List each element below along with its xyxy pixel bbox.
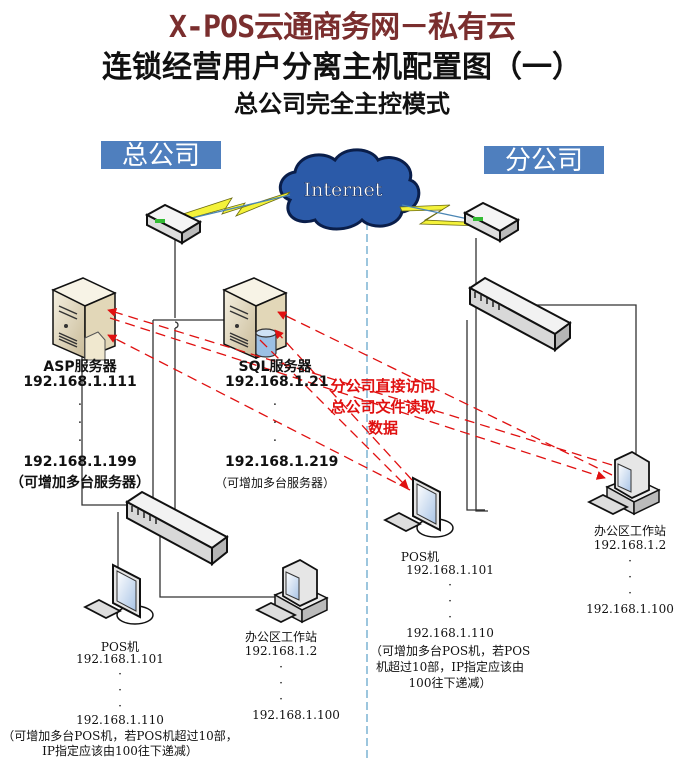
internet-cloud-icon <box>279 148 421 231</box>
ip-range-dot: · <box>77 398 83 413</box>
branch-site-badge: 分公司 <box>484 146 604 176</box>
sql-server-icon <box>222 277 288 360</box>
ip-range-dot: · <box>279 676 283 690</box>
branch-workstation-icon <box>586 450 661 516</box>
arrow-pos-to-sql <box>274 329 413 481</box>
annotation-line: 总公司文件读取 <box>330 398 436 416</box>
internet-label: Internet <box>304 179 383 201</box>
ip-range-dot: · <box>279 660 283 674</box>
arrow-sql-to-pos <box>259 339 409 489</box>
hq-switch-icon <box>125 490 229 567</box>
hq-pos-ip-start: 192.168.1.101 <box>76 652 164 666</box>
annotation-line: 数据 <box>367 419 398 437</box>
database-icon <box>255 328 277 358</box>
hq-workstation-ip-end: 192.168.1.100 <box>252 708 340 722</box>
ip-range-dot: · <box>77 416 83 431</box>
ip-range-dot: · <box>272 398 278 413</box>
access-annotation: 分公司直接访问 总公司文件读取 数据 <box>318 376 448 439</box>
diagram-subtitle: 连锁经营用户分离主机配置图（一） <box>102 50 582 85</box>
branch-pos-name: POS机 <box>400 550 440 564</box>
hq-pos-note-line: IP指定应该由100往下递减） <box>42 744 198 758</box>
branch-pos-note-line: 100往下递减） <box>408 676 492 690</box>
hq-pos-ip-end: 192.168.1.110 <box>76 713 164 727</box>
sql-server-ip-start: 192.168.1.21 <box>225 374 329 390</box>
ip-range-dot: · <box>272 416 278 431</box>
diagram-title: X-POS云通商务网－私有云 <box>168 10 516 45</box>
hq-pos-note-line: （可增加多台POS机，若POS机超过10部， <box>2 729 238 743</box>
hq-site-badge: 总公司 <box>101 141 221 171</box>
asp-server-note: （可增加多台服务器） <box>10 475 150 491</box>
ip-range-dot: · <box>448 610 452 624</box>
ip-range-dot: · <box>118 699 122 713</box>
access-arrows <box>107 308 613 491</box>
hq-wan-link-icon <box>174 191 291 223</box>
arrow-ws-to-sql <box>277 311 613 476</box>
sql-server-ip-end: 192.168.1.219 <box>225 454 339 470</box>
asp-server-name: ASP服务器 <box>43 359 117 375</box>
ip-range-dot: · <box>77 434 83 449</box>
branch-switch-icon <box>468 276 572 353</box>
sql-server-note: （可增加多台服务器） <box>215 476 336 490</box>
ip-range-dot: · <box>628 554 632 568</box>
branch-pos-ip-start: 192.168.1.101 <box>406 563 494 577</box>
hq-workstation-ip-start: 192.168.1.2 <box>244 644 318 658</box>
hq-workstation-name: 办公区工作站 <box>244 630 317 644</box>
ip-range-dot: · <box>448 578 452 592</box>
branch-pos-note-line: 机超过10部，IP指定应该由 <box>375 660 525 674</box>
ip-range-dot: · <box>118 667 122 681</box>
ip-range-dot: · <box>628 586 632 600</box>
arrow-asp-to-ws <box>109 317 606 480</box>
arrow-pos-to-asp <box>107 334 411 491</box>
hq-pos-monitor-icon <box>83 563 154 625</box>
diagram-mode: 总公司完全主控模式 <box>234 90 450 118</box>
branch-workstation-ip-end: 192.168.1.100 <box>586 602 674 616</box>
asp-server-icon <box>51 277 117 361</box>
ip-range-dot: · <box>272 434 278 449</box>
annotation-line: 分公司直接访问 <box>330 377 436 395</box>
branch-workstation-ip-start: 192.168.1.2 <box>593 538 667 552</box>
asp-server-ip-start: 192.168.1.111 <box>23 374 137 390</box>
ip-range-dot: · <box>448 594 452 608</box>
hq-workstation-icon <box>254 558 329 624</box>
branch-router-icon <box>462 201 521 243</box>
ip-range-dot: · <box>279 692 283 706</box>
branch-cabling <box>466 238 637 512</box>
sql-server-name: SQL服务器 <box>238 359 312 375</box>
branch-pos-note-line: （可增加多台POS机，若POS <box>370 644 531 658</box>
hq-pos-name: POS机 <box>100 640 140 654</box>
hq-router-icon <box>144 203 203 245</box>
ip-range-dot: · <box>628 570 632 584</box>
arrow-ws-to-asp <box>107 308 613 466</box>
asp-server-ip-end: 192.168.1.199 <box>23 454 137 470</box>
branch-pos-monitor-icon <box>383 476 454 538</box>
branch-workstation-name: 办公区工作站 <box>593 524 666 538</box>
branch-pos-ip-end: 192.168.1.110 <box>406 626 494 640</box>
ip-range-dot: · <box>118 683 122 697</box>
